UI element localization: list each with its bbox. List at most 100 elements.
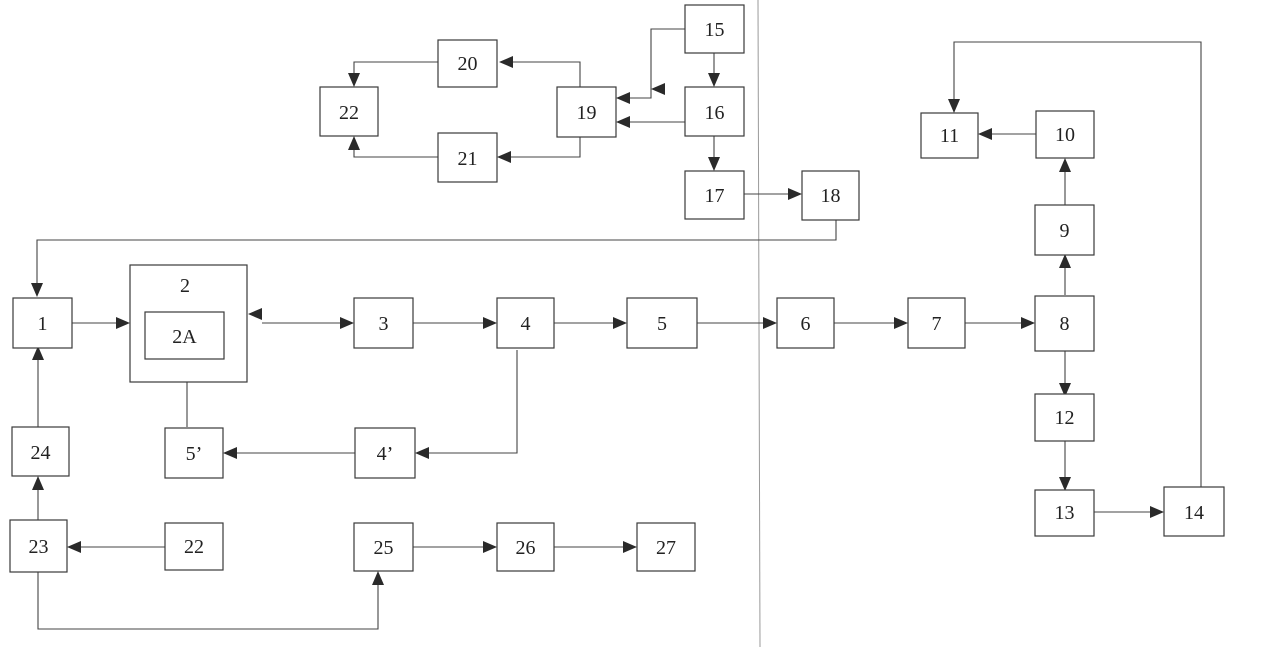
- arrowhead-left: [651, 83, 665, 95]
- block-10: 10: [1035, 110, 1095, 159]
- connector-lines: [36, 28, 1202, 630]
- wire-19-21: [511, 137, 581, 158]
- block-7: 7: [907, 297, 966, 349]
- arrowhead-left: [497, 151, 511, 163]
- wire-4-4prime: [429, 350, 518, 454]
- block-label: 27: [656, 537, 676, 559]
- arrowhead-down: [31, 283, 43, 297]
- block-2a: 2A: [144, 311, 225, 360]
- wire-20-22: [353, 61, 438, 73]
- block-label: 22: [339, 102, 359, 124]
- block-11: 11: [920, 112, 979, 159]
- block-label: 12: [1055, 407, 1075, 429]
- wire-14-11: [953, 41, 1202, 487]
- arrowhead-right: [1021, 317, 1035, 329]
- block-label: 5’: [186, 443, 203, 465]
- block-label: 17: [705, 185, 725, 207]
- block-label: 5: [657, 313, 667, 335]
- arrowhead-down: [1059, 383, 1071, 397]
- arrowhead-right: [116, 317, 130, 329]
- block-label: 24: [31, 442, 51, 464]
- block-3: 3: [353, 297, 414, 349]
- block-label: 13: [1055, 502, 1075, 524]
- block-4: 4: [496, 297, 555, 349]
- arrowhead-left: [223, 447, 237, 459]
- block-label: 8: [1060, 313, 1070, 335]
- block-label: 9: [1060, 220, 1070, 242]
- block-label: 23: [29, 536, 49, 558]
- arrowhead-down: [348, 73, 360, 87]
- arrowhead-right: [340, 317, 354, 329]
- block-22-top: 22: [319, 86, 379, 137]
- block-label: 16: [705, 102, 725, 124]
- wire-23-25: [37, 572, 379, 630]
- block-13: 13: [1034, 489, 1095, 537]
- arrowhead-up: [348, 136, 360, 150]
- arrowhead-down: [708, 73, 720, 87]
- wire-18-1: [36, 220, 837, 283]
- arrowhead-left: [978, 128, 992, 140]
- block-8: 8: [1034, 295, 1095, 352]
- block-label: 1: [38, 313, 48, 335]
- arrowhead-right: [613, 317, 627, 329]
- arrowhead-up: [1059, 254, 1071, 268]
- block-label: 26: [516, 537, 536, 559]
- arrowhead-left: [415, 447, 429, 459]
- arrowhead-down: [948, 99, 960, 113]
- block-4-prime: 4’: [354, 427, 416, 479]
- block-26: 26: [496, 522, 555, 572]
- wire-15-19: [630, 28, 685, 99]
- block-label: 7: [932, 313, 942, 335]
- block-label: 11: [940, 125, 959, 147]
- block-20: 20: [437, 39, 498, 88]
- block-label: 20: [458, 53, 478, 75]
- arrowhead-left: [67, 541, 81, 553]
- block-6: 6: [776, 297, 835, 349]
- block-12: 12: [1034, 393, 1095, 442]
- arrowhead-left: [499, 56, 513, 68]
- block-16: 16: [684, 86, 745, 137]
- block-label: 4’: [377, 443, 394, 465]
- arrowhead-right: [623, 541, 637, 553]
- block-label: 19: [577, 102, 597, 124]
- block-17: 17: [684, 170, 745, 220]
- arrowhead-left: [248, 308, 262, 320]
- block-15: 15: [684, 4, 745, 54]
- block-label: 2A: [172, 326, 197, 348]
- arrowhead-up: [32, 476, 44, 490]
- block-23: 23: [9, 519, 68, 573]
- arrowhead-right: [894, 317, 908, 329]
- block-24: 24: [11, 426, 70, 477]
- block-label: 2: [180, 275, 190, 297]
- block-14: 14: [1163, 486, 1225, 537]
- arrowhead-down: [708, 157, 720, 171]
- arrowheads: [31, 56, 1164, 585]
- block-label: 6: [801, 313, 811, 335]
- block-19: 19: [556, 86, 617, 138]
- wire-19-20: [513, 61, 581, 87]
- wire-21-22: [353, 150, 438, 158]
- block-27: 27: [636, 522, 696, 572]
- block-label: 14: [1184, 502, 1204, 524]
- arrowhead-up: [32, 346, 44, 360]
- block-label: 25: [374, 537, 394, 559]
- block-label: 15: [705, 19, 725, 41]
- arrowhead-down: [1059, 477, 1071, 491]
- block-9: 9: [1034, 204, 1095, 256]
- block-22-bottom: 22: [164, 522, 224, 571]
- block-18: 18: [801, 170, 860, 221]
- arrowhead-right: [1150, 506, 1164, 518]
- arrowhead-right: [483, 541, 497, 553]
- arrowhead-right: [788, 188, 802, 200]
- arrowhead-right: [483, 317, 497, 329]
- block-label: 10: [1055, 124, 1075, 146]
- block-label: 4: [521, 313, 531, 335]
- block-5: 5: [626, 297, 698, 349]
- block-1: 1: [12, 297, 73, 349]
- arrowhead-left: [616, 92, 630, 104]
- arrowhead-up: [372, 571, 384, 585]
- block-label: 18: [821, 185, 841, 207]
- block-21: 21: [437, 132, 498, 183]
- block-25: 25: [353, 522, 414, 572]
